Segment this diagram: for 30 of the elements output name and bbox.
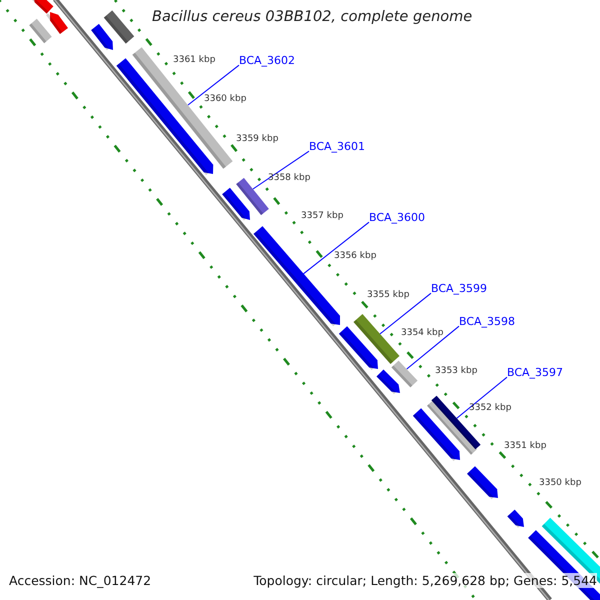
position-label: 3354 kbp: [401, 328, 444, 339]
position-label: 3350 kbp: [539, 478, 582, 489]
leader-line: [456, 376, 508, 419]
leader-line: [252, 150, 310, 190]
gene-label: BCA_3600: [369, 211, 426, 224]
position-label: 3353 kbp: [435, 366, 478, 377]
gene-label: BCA_3601: [309, 140, 366, 154]
position-label: 3357 kbp: [301, 211, 344, 222]
position-label: 3359 kbp: [236, 134, 278, 145]
genome-stats-text: Topology: circular; Length: 5,269,628 bp; Genes: 5,544: [254, 573, 597, 588]
leader-line: [406, 326, 460, 370]
leader-line: [303, 222, 370, 274]
position-label: 3360 kbp: [204, 94, 246, 105]
gene-label: BCA_3597: [507, 366, 564, 380]
leader-line: [380, 292, 432, 334]
gene-segment: [391, 360, 418, 388]
position-label: 3361 kbp: [173, 55, 216, 66]
position-label: 3351 kbp: [504, 441, 546, 452]
position-label: 3356 kbp: [334, 251, 376, 262]
position-label: 3358 kbp: [268, 173, 310, 184]
position-label: 3355 kbp: [367, 290, 410, 301]
gene-segment: [236, 178, 269, 216]
gene-label: BCA_3599: [431, 282, 488, 296]
accession-text: Accession: NC_012472: [9, 573, 152, 588]
gene-label: BCA_3602: [239, 54, 296, 68]
leader-line: [188, 64, 240, 106]
gene-label: BCA_3598: [459, 315, 516, 328]
position-label: 3352 kbp: [469, 403, 512, 414]
gene-segment: [354, 314, 400, 364]
title: Bacillus cereus 03BB102, complete genome: [152, 9, 472, 26]
